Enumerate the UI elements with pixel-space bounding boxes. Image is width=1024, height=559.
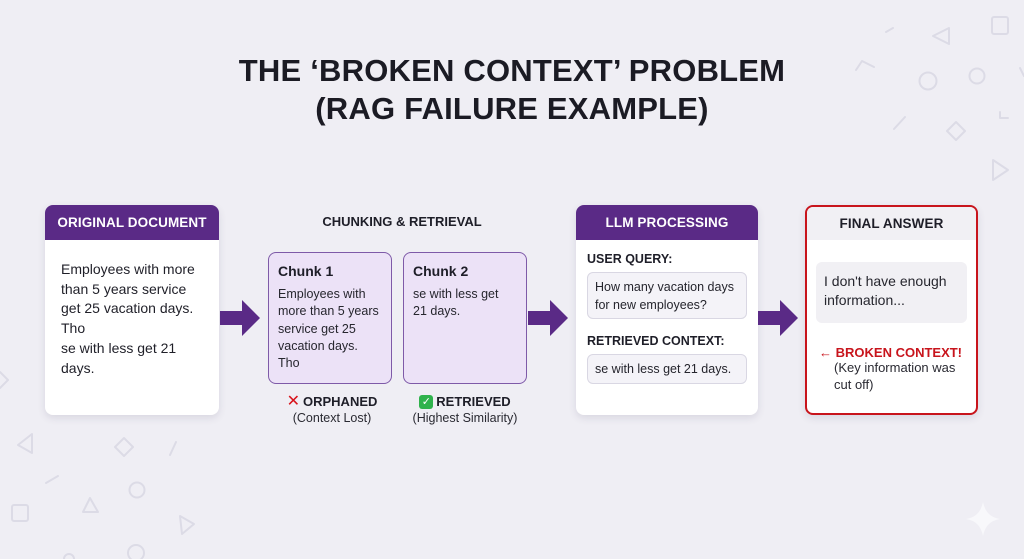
document-line: Employees with more [61, 261, 195, 277]
retrieved-context-box: se with less get 21 days. [587, 354, 747, 384]
chunk-line: vacation days. [278, 338, 358, 353]
status-subtitle: (Highest Similarity) [412, 411, 518, 425]
dash-shape [45, 475, 59, 484]
query-line: How many vacation days [595, 280, 734, 294]
answer-box: I don't have enough information... [816, 262, 967, 323]
chunk-line: se with less get [413, 287, 499, 301]
diamond-shape [0, 371, 9, 389]
chunk-card-1: Chunk 1 Employees with more than 5 years… [268, 252, 392, 384]
retrieved-context-label: RETRIEVED CONTEXT: [587, 334, 725, 348]
chunk-1-status: ✕ ORPHANED (Context Lost) [270, 392, 394, 425]
circle-shape [127, 544, 145, 559]
original-document-card: ORIGINAL DOCUMENT Employees with more th… [45, 205, 219, 415]
query-line: for new employees? [595, 297, 707, 312]
chunk-line: Tho [278, 356, 300, 371]
original-document-text: Employees with more than 5 years service… [45, 240, 219, 398]
flow-arrow-icon [758, 298, 800, 338]
square-shape [991, 16, 1009, 35]
user-query-box: How many vacation days for new employees… [587, 272, 747, 319]
final-answer-card: FINAL ANSWER I don't have enough informa… [805, 205, 978, 415]
chunk-line: service get 25 [278, 321, 356, 336]
cross-mark-icon: ✕ [286, 392, 300, 410]
triangle-shape [82, 497, 99, 513]
dash-shape [169, 441, 177, 456]
chunk-line: Employees with [278, 287, 366, 301]
left-arrow-icon: ← [819, 345, 832, 360]
circle-shape [63, 553, 75, 559]
dash-shape [885, 27, 894, 33]
sparkle-icon [966, 502, 1000, 536]
status-subtitle: (Context Lost) [292, 411, 372, 425]
circle-shape [128, 481, 146, 499]
document-line: get 25 vacation days. [61, 300, 194, 317]
explanation-line: cut off) [834, 376, 874, 392]
answer-line: information... [824, 292, 905, 308]
flow-arrow-icon [220, 298, 262, 338]
user-query-label: USER QUERY: [587, 252, 673, 266]
triangle-shape [992, 159, 1009, 181]
chunk-title: Chunk 2 [413, 263, 469, 279]
original-document-header: ORIGINAL DOCUMENT [45, 205, 219, 240]
diagram-title: THE ‘BROKEN CONTEXT’ PROBLEM (RAG FAILUR… [0, 52, 1024, 128]
broken-context-note: ← BROKEN CONTEXT! (Key information was c… [816, 345, 967, 393]
broken-context-explanation: (Key information was cut off) [819, 360, 967, 393]
diamond-shape [114, 437, 134, 457]
chunk-line: 21 days. [413, 304, 461, 319]
flow-arrow-icon [528, 298, 570, 338]
broken-context-label: BROKEN CONTEXT! [835, 345, 963, 360]
status-label: ORPHANED [303, 394, 378, 409]
title-line-1: THE ‘BROKEN CONTEXT’ PROBLEM [238, 53, 786, 88]
chunk-text: se with less get 21 days. [413, 286, 517, 321]
chunk-line: more than 5 years [278, 304, 379, 319]
document-line: than 5 years service [61, 280, 187, 297]
final-answer-header: FINAL ANSWER [807, 207, 976, 240]
llm-processing-header: LLM PROCESSING [576, 205, 758, 240]
title-line-2: (RAG FAILURE EXAMPLE) [315, 91, 709, 126]
triangle-shape [17, 433, 33, 454]
chunk-title: Chunk 1 [278, 263, 334, 279]
triangle-shape [932, 27, 950, 45]
explanation-line: (Key information was [834, 360, 956, 375]
chunk-card-2: Chunk 2 se with less get 21 days. [403, 252, 527, 384]
chunk-2-status: ✓ RETRIEVED (Highest Similarity) [400, 394, 530, 425]
square-shape [11, 504, 29, 522]
check-mark-icon: ✓ [419, 394, 434, 409]
llm-processing-card: LLM PROCESSING USER QUERY: How many vaca… [576, 205, 758, 415]
document-line: se with less get 21 [61, 339, 177, 356]
triangle-shape [179, 515, 195, 535]
chunking-section-label: CHUNKING & RETRIEVAL [322, 214, 482, 229]
chunk-text: Employees with more than 5 years service… [278, 286, 382, 372]
answer-line: I don't have enough [824, 273, 947, 289]
document-line: days. [61, 359, 95, 376]
document-line: Tho [61, 320, 86, 337]
status-label: RETRIEVED [436, 394, 511, 409]
